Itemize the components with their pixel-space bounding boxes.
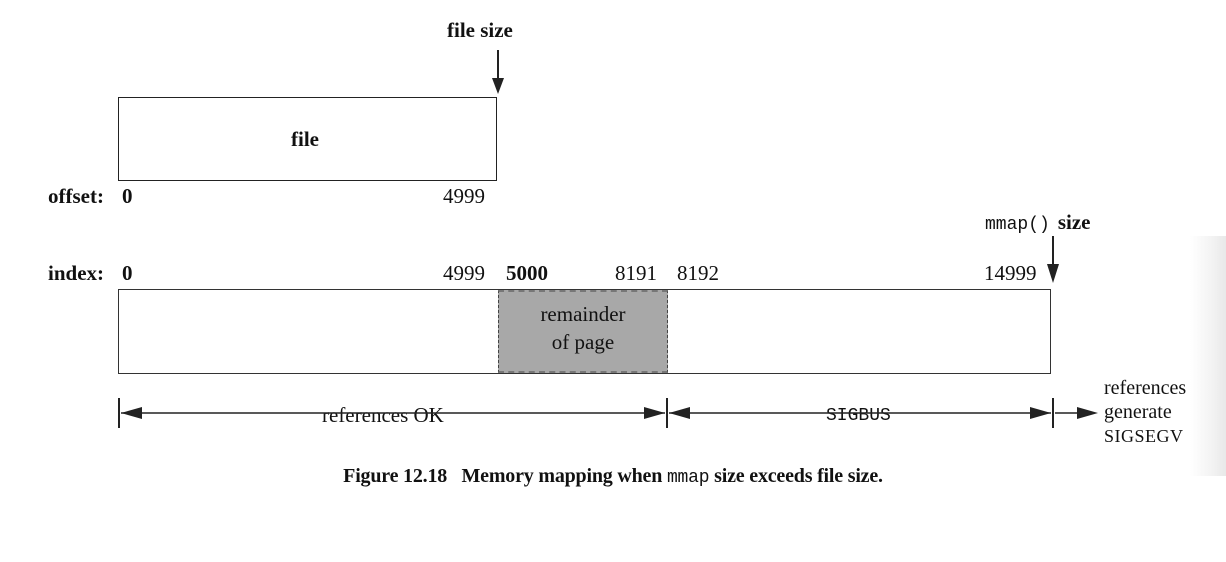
index-start: 0 [122, 261, 133, 285]
scan-edge-shadow [1190, 236, 1226, 476]
sigsegv-note-line3: SIGSEGV [1104, 426, 1184, 446]
file-label: file [291, 127, 319, 151]
index-5000: 5000 [506, 261, 548, 285]
remainder-label: remainder of page [498, 300, 668, 356]
remainder-label-line1: remainder [540, 302, 626, 326]
index-8192: 8192 [677, 261, 719, 285]
index-14999: 14999 [984, 261, 1037, 285]
mmap-size-arrow [1047, 236, 1059, 283]
offset-end: 4999 [443, 184, 485, 208]
offset-start: 0 [122, 184, 133, 208]
sigsegv-note-line2: generate [1104, 401, 1172, 423]
remainder-of-page-region [498, 290, 668, 373]
sigsegv-note-line1: references [1104, 377, 1187, 399]
index-4999: 4999 [443, 261, 485, 285]
sigbus-label: SIGBUS [820, 406, 897, 426]
mapped-region-box [118, 289, 1051, 374]
references-ok-span [121, 407, 665, 419]
remainder-label-line2: of page [551, 330, 615, 354]
caption-mono: mmap [666, 468, 710, 488]
caption-text-after: size exceeds file size. [714, 465, 883, 487]
sigbus-span [669, 407, 1051, 419]
mmap-call-text: mmap() [985, 215, 1050, 235]
references-ok-label: references OK [318, 403, 448, 428]
index-prefix: index: [48, 261, 105, 285]
offset-prefix: offset: [48, 184, 104, 208]
mmap-size-text: size [1057, 210, 1091, 234]
file-size-label: file size [447, 18, 513, 42]
file-size-arrow [492, 50, 504, 94]
beyond-mmap-arrow [1055, 407, 1098, 419]
caption-number: Figure 12.18 [343, 465, 448, 487]
mmap-size-label: mmap() size [985, 210, 1090, 235]
caption-text-before: Memory mapping when [461, 465, 663, 487]
file-box [118, 97, 497, 181]
index-8191: 8191 [615, 261, 657, 285]
figure-caption: Figure 12.18 Memory mapping when mmap si… [0, 465, 1226, 488]
sigsegv-note: references generate SIGSEGV [1104, 376, 1186, 448]
